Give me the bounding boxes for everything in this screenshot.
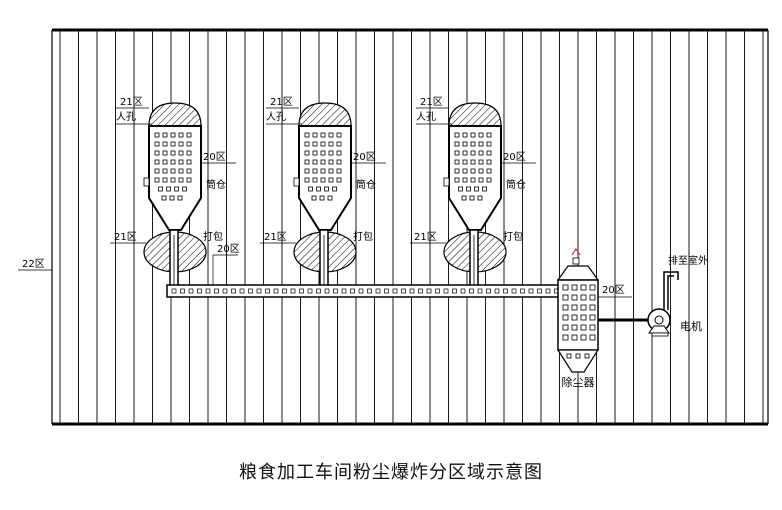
- diagram-caption: 粮食加工车间粉尘爆炸分区域示意图: [239, 462, 543, 483]
- manhole-label: 人孔: [116, 111, 136, 123]
- silo-top-zone-21: [298, 102, 352, 127]
- silo-label: 筒仓: [506, 178, 526, 191]
- silo-top-zone-21-label: 21区: [420, 96, 443, 108]
- motor-label: 电机: [680, 319, 702, 333]
- silo-unit: 21区人孔20区筒仓21区打包20区: [110, 96, 240, 287]
- bagging-label: 打包: [503, 230, 523, 243]
- bagging-zone-21-label: 21区: [114, 231, 137, 243]
- silo-label: 筒仓: [206, 178, 226, 191]
- dust-collector-label: 除尘器: [562, 375, 595, 389]
- dust-collector-zone-20-label: 20区: [602, 284, 625, 296]
- bagging-zone-21-label: 21区: [414, 231, 437, 243]
- silo-zone-20-label: 20区: [203, 151, 226, 163]
- conveyor-duct: [166, 284, 560, 298]
- zone-22-label: 22区: [22, 258, 45, 270]
- zone-22-stripes: [59, 31, 764, 423]
- silo-unit: 21区人孔20区筒仓21区打包: [410, 96, 536, 287]
- silo-label: 筒仓: [356, 178, 376, 191]
- manhole-label: 人孔: [416, 111, 436, 123]
- bagging-label: 打包: [203, 230, 223, 243]
- dust-collector: 除尘器 20区: [556, 247, 632, 389]
- conveyor-zone-20-label: 20区: [217, 243, 240, 255]
- silo-zone-20-label: 20区: [353, 151, 376, 163]
- explosion-vent-icon: [571, 247, 581, 265]
- silo-top-zone-21: [448, 102, 502, 127]
- building-room: [51, 28, 769, 426]
- silo-top-zone-21: [148, 102, 202, 127]
- bagging-zone-21-label: 21区: [264, 231, 287, 243]
- bagging-label: 打包: [353, 230, 373, 243]
- exhaust-label: 排至室外: [668, 254, 708, 267]
- fan-motor: 电机 排至室外: [647, 254, 708, 337]
- zone-22-callout: 22区: [18, 258, 52, 271]
- silo-top-zone-21-label: 21区: [120, 96, 143, 108]
- manhole-label: 人孔: [266, 111, 286, 123]
- silo-top-zone-21-label: 21区: [270, 96, 293, 108]
- silo-zone-20-label: 20区: [503, 151, 526, 163]
- silo-unit: 21区人孔20区筒仓21区打包: [260, 96, 386, 287]
